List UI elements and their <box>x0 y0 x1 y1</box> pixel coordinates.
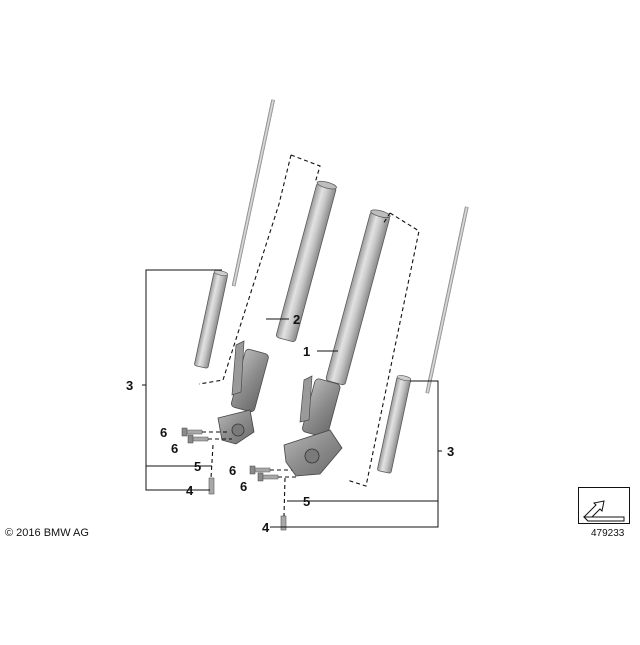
fork-leg-left <box>208 180 337 495</box>
callout-3-right: 3 <box>447 444 454 459</box>
callout-3-left: 3 <box>126 378 133 393</box>
callout-5-left: 5 <box>194 459 201 474</box>
callout-4-left: 4 <box>186 483 194 498</box>
callout-6-right-a: 6 <box>229 463 236 478</box>
dashed-assembly-lines <box>198 154 420 517</box>
damper-cartridge-left <box>194 99 275 369</box>
direction-arrow-icon <box>578 487 630 524</box>
leader-lines <box>142 269 442 528</box>
callout-4-right: 4 <box>262 520 270 535</box>
damper-cartridge-right <box>377 206 469 474</box>
fork-leg-right <box>280 209 391 531</box>
callout-6-left-b: 6 <box>171 441 178 456</box>
callout-6-right-b: 6 <box>240 479 247 494</box>
callout-labels: 1 2 3 3 4 4 5 5 6 6 6 6 <box>126 312 454 535</box>
diagram-number: 479233 <box>591 528 625 539</box>
callout-6-left-a: 6 <box>160 425 167 440</box>
bolts-left <box>181 427 209 444</box>
callout-1: 1 <box>303 344 310 359</box>
copyright-text: © 2016 BMW AG <box>5 527 89 539</box>
callout-5-right: 5 <box>303 494 310 509</box>
bolts-right <box>249 465 279 482</box>
callout-2: 2 <box>293 312 300 327</box>
